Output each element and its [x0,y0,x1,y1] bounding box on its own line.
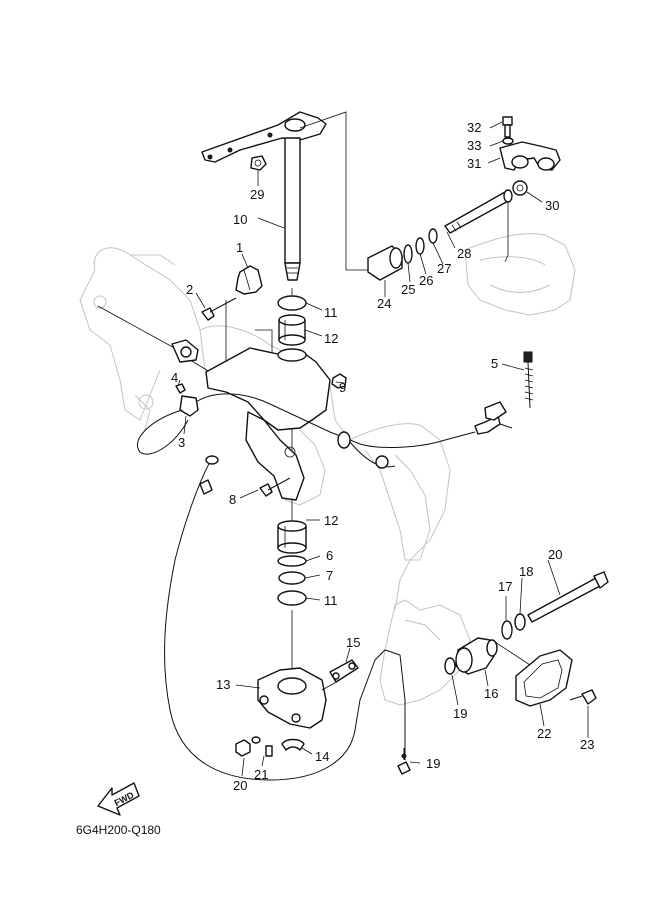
callout-5: 5 [491,356,498,371]
callout-6: 6 [326,548,333,563]
callout-1: 1 [236,240,243,255]
bolt-19 [397,748,411,775]
bushing-26 [367,245,403,281]
washer-29 [428,228,438,244]
steering-shaft [201,111,327,281]
callout-33: 31 [467,156,481,171]
callout-21: 19 [453,706,467,721]
callout-10: 10 [233,212,247,227]
callout-24: 22 [537,726,551,741]
callout-7: 7 [326,568,333,583]
wire-harness [137,393,513,781]
callout-12-upper: 12 [324,331,338,346]
clip-3 [179,395,199,417]
cover-24 [515,649,573,707]
collar-32 [512,180,528,196]
washer-35 [502,137,514,145]
callout-8: 8 [229,492,236,507]
callout-32: 30 [545,198,559,213]
nut-31 [250,155,267,171]
callout-4: 4 [171,370,178,385]
callout-14: 14 [315,749,329,764]
callout-28: 26 [419,273,433,288]
pin-23 [265,745,273,757]
callout-25: 23 [580,737,594,752]
callout-20: 20 [548,547,562,562]
bushing-12-upper [278,314,306,346]
bushing-12-lower [277,520,307,554]
bracket-1 [235,265,263,295]
washer-11-upper [277,295,307,311]
callout-35: 33 [467,138,481,153]
bolt-8 [259,477,291,497]
washer-23 [251,736,261,744]
cable-end-16 [455,637,498,675]
callout-15: 15 [346,635,360,650]
washer-27 [403,244,413,264]
callout-30: 28 [457,246,471,261]
washer-28 [415,237,425,255]
clip-14 [281,738,305,751]
drawing-code: 6G4H200-Q180 [76,823,161,837]
link-15 [329,659,359,683]
yoke-13 [257,667,341,729]
o-ring-6 [277,555,307,567]
callout-labels: 32 33 31 30 28 27 26 25 24 29 10 1 2 11 … [171,120,594,793]
nut-22 [235,739,251,757]
callout-16: 16 [484,686,498,701]
screw-25 [569,689,597,705]
screw-2 [201,297,237,321]
screw-4 [175,383,186,394]
callout-12-lower: 12 [324,513,338,528]
callout-13: 13 [216,677,230,692]
callout-19: 19 [426,756,440,771]
callout-18: 18 [519,564,533,579]
callout-26: 24 [377,296,391,311]
callout-2: 2 [186,282,193,297]
callout-23: 21 [254,767,268,782]
callout-leaders [177,121,589,777]
callout-34: 32 [467,120,481,135]
swivel-housing [171,339,331,501]
washer-7 [278,571,306,585]
clamp-33 [499,141,561,171]
fwd-arrow: FWD [97,782,140,816]
washer-21 [444,657,456,675]
callout-29: 27 [437,261,451,276]
bolt-9 [331,373,347,389]
callout-11-upper: 11 [324,305,338,320]
callout-31: 29 [250,187,264,202]
washer-18 [514,613,526,631]
callout-22: 20 [233,778,247,793]
callout-11-lower: 11 [324,593,338,608]
washer-17 [501,620,513,640]
screw-5 [523,351,534,409]
callout-17: 17 [498,579,512,594]
washer-11-lower [277,590,307,606]
ghost-outlines [79,233,576,706]
bolt-34 [502,116,513,138]
bolt-20 [527,571,609,623]
callout-9: 9 [339,380,346,395]
callout-3: 3 [178,435,185,450]
bolt-30 [444,189,513,234]
callout-27: 25 [401,282,415,297]
